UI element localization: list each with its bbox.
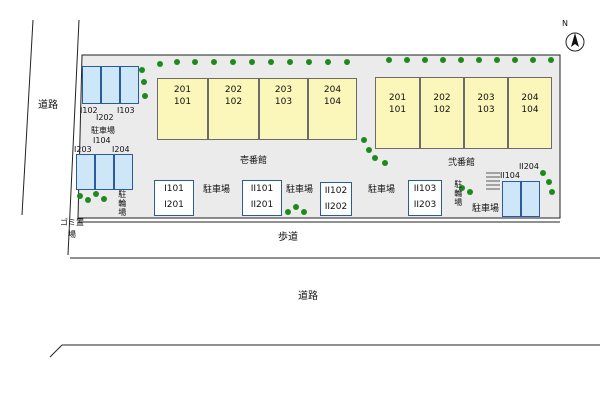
parking-stall <box>76 154 95 190</box>
parking-label: 駐車場 <box>368 185 396 195</box>
lot-left-edge <box>67 19 80 256</box>
bike-parking-label: 駐輪場 <box>453 180 463 207</box>
parking-stall <box>82 66 101 104</box>
parking-label: 駐車場 <box>286 185 314 195</box>
stall-label: I104 <box>93 136 111 145</box>
building-2-name: 弐番館 <box>448 158 476 168</box>
stall-label: I102 <box>80 106 98 115</box>
left-road-label: 道路 <box>38 100 58 111</box>
parking-label: 駐車場 <box>203 185 231 195</box>
building-1-name: 壱番館 <box>240 156 268 166</box>
parking-stall <box>120 66 139 104</box>
stall-label: II204 <box>519 162 539 171</box>
unit-block: 204 104 <box>308 78 357 140</box>
parking-stall <box>95 154 114 190</box>
unit-block: 204 104 <box>508 77 552 149</box>
main-road-label: 道路 <box>298 291 318 302</box>
unit-block: 202 102 <box>420 77 464 149</box>
parking-stall <box>521 181 540 217</box>
unit-block: 201 101 <box>375 77 420 149</box>
unit-block: 202 102 <box>208 78 259 140</box>
unit-block: 201 101 <box>157 78 208 140</box>
compass-letter: N <box>562 19 568 28</box>
parking-label: 駐車場 <box>472 204 500 214</box>
bike-parking-label: 駐輪場 <box>117 190 127 217</box>
parking-stall <box>114 154 133 190</box>
unit-block: 203 103 <box>464 77 508 149</box>
tree-dots <box>77 57 555 215</box>
parking-stall <box>101 66 120 104</box>
garbage-label: ゴミ置場 <box>60 218 84 239</box>
stall-label: I204 <box>112 145 130 154</box>
unit-block: 203 103 <box>259 78 308 140</box>
left-road-edge <box>21 19 34 216</box>
parking-stall <box>502 181 521 217</box>
stall-label: I103 <box>117 106 135 115</box>
stall-label: II104 <box>500 171 520 180</box>
stall-label: I203 <box>74 145 92 154</box>
parking-label: 駐車場 <box>91 126 115 135</box>
sidewalk-label: 歩道 <box>278 232 298 243</box>
stall-label: I202 <box>96 113 114 122</box>
